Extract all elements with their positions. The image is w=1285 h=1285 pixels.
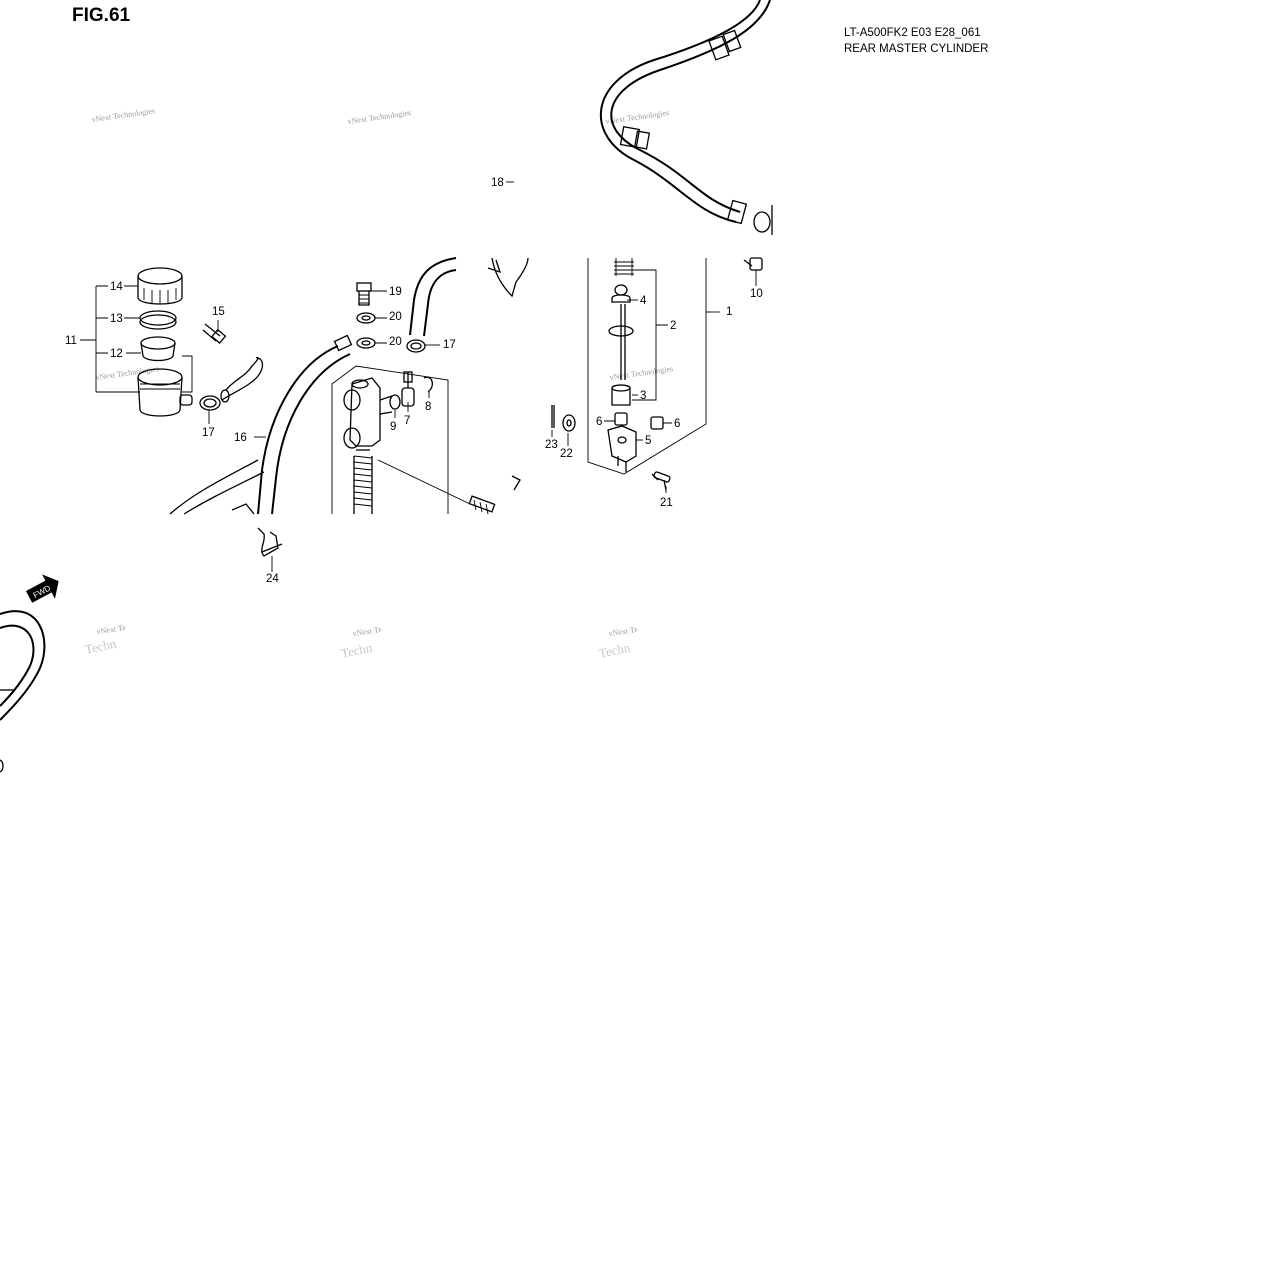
gasket-washer-20b (356, 337, 376, 349)
callout-number: 7 (404, 415, 410, 427)
callout-number: 17 (202, 427, 215, 439)
reservoir-to-cylinder-hose (409, 257, 457, 337)
screw-15 (202, 323, 227, 344)
frame-bracket-background (487, 257, 529, 298)
clevis-5 (607, 425, 637, 472)
callout-number: 9 (390, 421, 396, 433)
callout-number: 8 (425, 401, 431, 413)
reservoir-tank-11 (137, 368, 193, 417)
brake-hose-18 (599, 0, 773, 235)
master-cylinder-body (343, 377, 393, 449)
callout-number: 21 (660, 497, 673, 509)
callout-number: 22 (560, 448, 573, 460)
watermark-text: vNext Technologies (609, 364, 674, 382)
piston-3 (611, 384, 631, 406)
diagram-title: REAR MASTER CYLINDER (844, 43, 988, 55)
callout-number: 20 (389, 336, 402, 348)
callout-number: 6 (674, 418, 680, 430)
callout-number: 11 (65, 335, 77, 347)
reservoir-hose-16 (257, 334, 353, 515)
callout-number: 12 (110, 348, 123, 360)
cotter-pin-23 (551, 405, 555, 428)
callout-number: 24 (266, 573, 279, 585)
gasket-washer-20a (356, 312, 376, 324)
hose-clamp-17-left (199, 395, 221, 411)
callout-number: 17 (443, 339, 456, 351)
nut-6-left (614, 412, 628, 426)
union-bolt-19 (356, 282, 372, 306)
mounting-bolt-background (377, 459, 521, 515)
washer-22 (562, 414, 576, 432)
watermark-text: vNext Technologies (347, 108, 412, 126)
callout-number: 23 (545, 439, 558, 451)
fwd-arrow-icon: FWD (25, 574, 59, 603)
watermark-text: Techn (84, 636, 118, 657)
callout-number: 2 (670, 320, 676, 332)
callout-number: 4 (640, 295, 647, 307)
callout-number: 20 (389, 311, 402, 323)
watermark-text: Techn (598, 640, 632, 661)
snap-ring-2 (608, 304, 634, 380)
callout-number: 16 (234, 432, 247, 444)
watermark-text: vNext Technologies (91, 106, 156, 124)
hose-loop-lower-left (0, 610, 46, 773)
callout-number: 18 (491, 177, 504, 189)
figure-number: FIG.61 (72, 5, 131, 26)
callout-number: 6 (596, 416, 602, 428)
connector-7 (401, 371, 415, 407)
leader-lines (80, 181, 757, 572)
diaphragm-12 (140, 336, 176, 362)
callout-number: 15 (212, 306, 225, 318)
o-ring-9 (389, 394, 401, 410)
diaphragm-plate-13 (139, 310, 177, 330)
reservoir-cap-14 (137, 267, 183, 305)
master-cylinder-outline (331, 365, 449, 514)
assembly-box-1 (587, 258, 707, 475)
watermark-text: vNext Technologies (605, 108, 670, 126)
return-spring (353, 449, 373, 514)
callout-number: 3 (640, 390, 646, 402)
boot-4 (611, 284, 631, 303)
watermark-text: vNext Te (352, 625, 383, 638)
reservoir-hose-elbow (220, 356, 264, 403)
watermark-text: vNext Te (96, 623, 127, 636)
callout-number: 14 (110, 281, 123, 293)
watermark-text: vNext Te (608, 625, 639, 638)
push-rod-spring-boot (614, 258, 634, 276)
callout-number: 5 (645, 435, 651, 447)
callout-number: 19 (389, 286, 402, 298)
background-hose-lower (169, 459, 265, 515)
watermark-text: vNext Technologies (95, 364, 160, 382)
callout-number: 10 (750, 288, 763, 300)
clevis-pin-21 (651, 471, 671, 491)
hose-clamp-17-right (406, 339, 426, 353)
callout-number: 1 (726, 306, 732, 318)
clip-8 (423, 376, 434, 393)
nut-6-right (650, 416, 664, 430)
hose-guide-24 (257, 527, 283, 557)
bolt-10 (743, 257, 763, 271)
watermark-text: Techn (340, 640, 374, 661)
callout-number: 13 (110, 313, 123, 325)
model-code: LT-A500FK2 E03 E28_061 (844, 27, 981, 39)
